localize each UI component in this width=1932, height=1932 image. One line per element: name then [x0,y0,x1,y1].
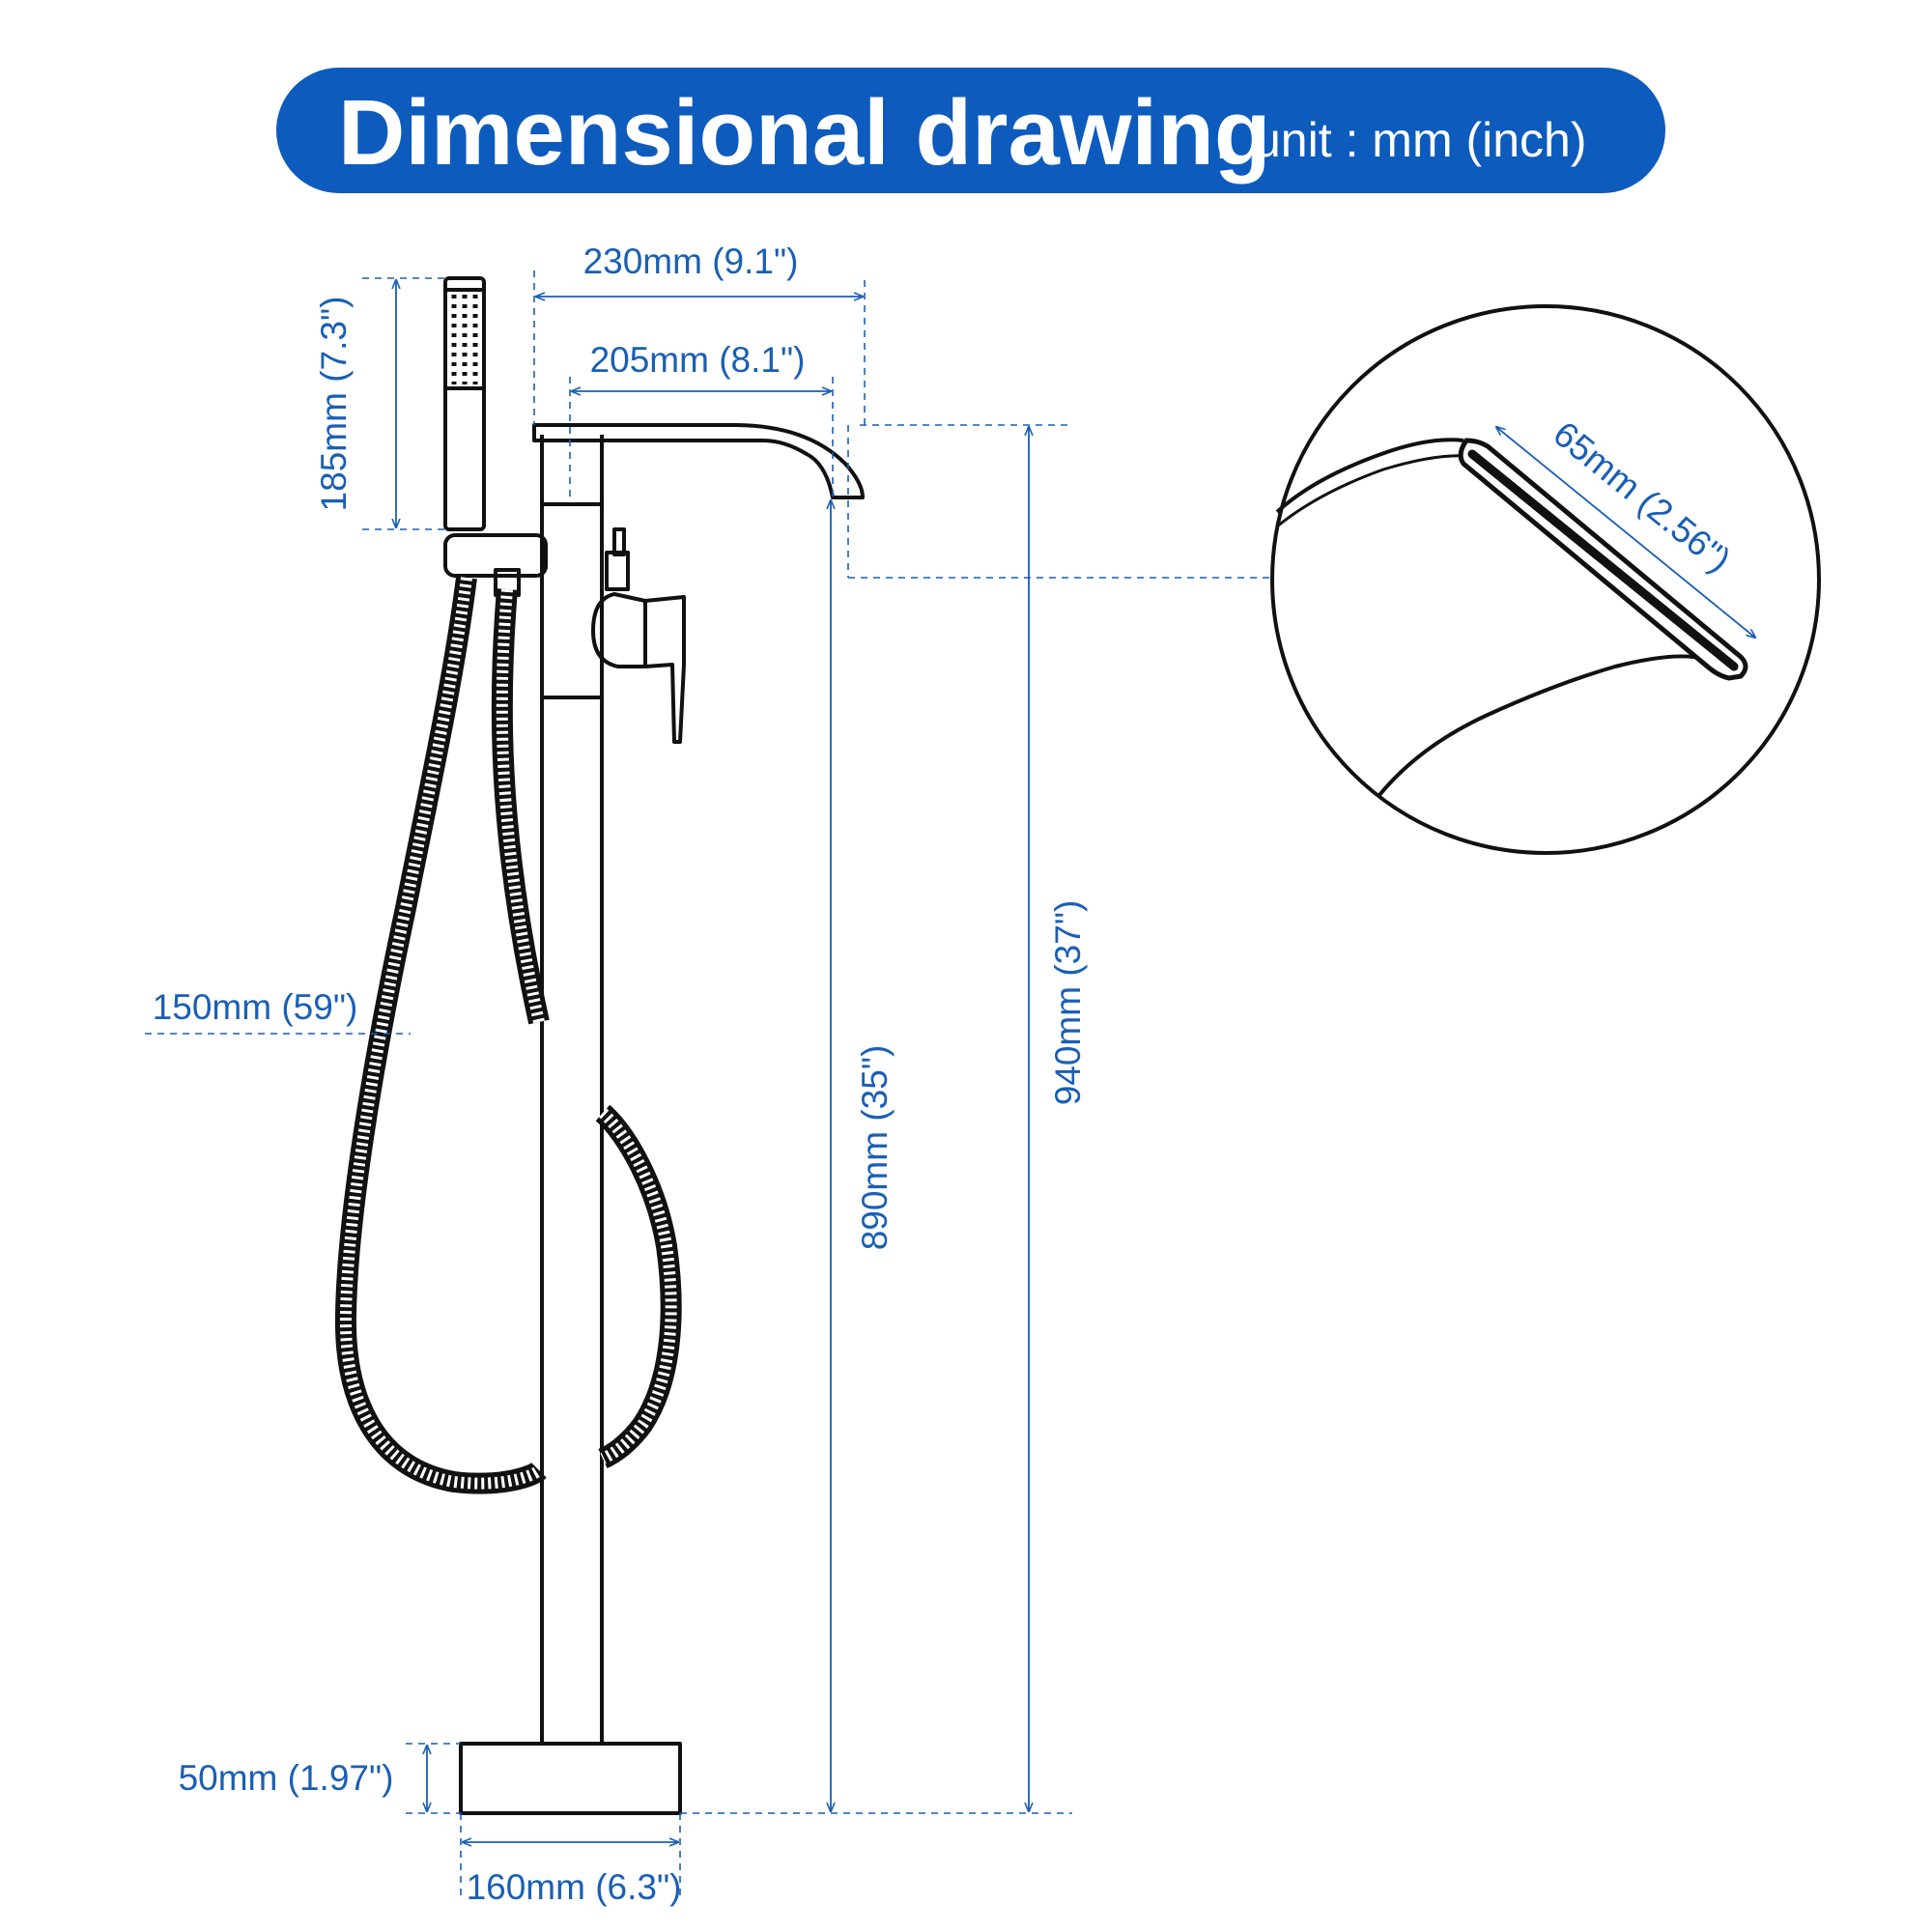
banner-title: Dimensional drawing [338,81,1270,185]
faucet-column [540,435,604,1744]
spout-detail-circle: 65mm (2.56") [1270,304,1821,855]
detail-circle-outline [1270,304,1821,855]
label-base-width: 160mm (6.3") [467,1867,682,1907]
label-handshower-height: 185mm (7.3") [314,297,354,512]
label-spout-outlet-height: 890mm (35") [855,1045,895,1251]
label-base-height: 50mm (1.97") [179,1758,394,1798]
faucet-illustration [443,276,865,1815]
dimension-arrows [396,280,1029,1842]
label-hose-length: 150mm (59") [153,987,358,1027]
detail-spout-top [1275,438,1464,514]
floor-base [459,1742,682,1815]
label-total-height: 940mm (37") [1048,900,1088,1106]
extension-lines [145,270,1273,1898]
banner-background [276,68,1665,193]
hand-shower [443,276,486,531]
shower-hose [334,576,682,1494]
label-overall-reach: 230mm (9.1") [583,242,799,281]
banner-unit-label: unit : mm (inch) [1254,113,1587,167]
title-banner: Dimensional drawing : unit : mm (inch) [276,68,1665,193]
lever-handle [643,595,686,744]
dimension-labels: 230mm (9.1") 205mm (8.1") 185mm (7.3") 1… [153,242,1088,1907]
banner-colon: : [1215,115,1232,169]
label-spout-reach: 205mm (8.1") [590,340,806,380]
detail-spout-top-inner [1276,454,1467,528]
waterfall-spout [532,423,865,499]
dim-arrow-spout-outlet-width [1496,427,1755,638]
detail-spout-bottom [1378,654,1721,797]
mixer-valve [591,527,686,744]
